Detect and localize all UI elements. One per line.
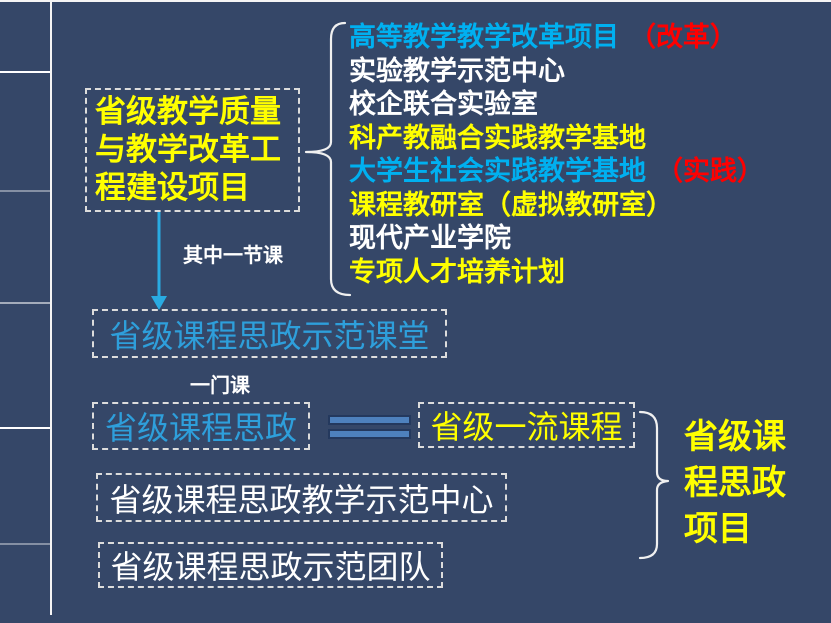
right-curly-brace bbox=[638, 410, 670, 560]
list-item: 校企联合实验室 bbox=[349, 88, 764, 122]
rail-divider bbox=[0, 427, 50, 429]
equals-bar bbox=[328, 429, 411, 439]
one-course-label: 一门课 bbox=[190, 375, 250, 397]
list-item: 大学生社会实践教学基地 （实践） bbox=[349, 155, 764, 189]
slide-top-edge bbox=[0, 0, 831, 2]
list-item-text: 专项人才培养计划 bbox=[349, 256, 565, 287]
list-item-text: 现代产业学院 bbox=[349, 223, 511, 253]
list-item-text: 科产教融合实践教学基地 bbox=[349, 122, 646, 153]
list-item: 实验教学示范中心 bbox=[349, 55, 764, 89]
list-item-text: 实验教学示范中心 bbox=[349, 55, 565, 86]
list-item-text: 大学生社会实践教学基地 bbox=[349, 156, 646, 186]
list-item-suffix: （实践） bbox=[656, 156, 764, 186]
left-rail bbox=[0, 2, 52, 615]
list-item-suffix: （改革） bbox=[629, 22, 737, 52]
down-arrow-icon bbox=[151, 212, 167, 310]
group-label: 省级课 程思政 项目 bbox=[684, 418, 786, 548]
quality-project-box: 省级教学质量 与教学改革工 程建设项目 bbox=[85, 88, 300, 212]
list-item: 现代产业学院 bbox=[349, 222, 764, 256]
rail-divider bbox=[0, 302, 50, 304]
rail-divider bbox=[0, 190, 50, 192]
list-item-text: 课程教研室（虚拟教研室） bbox=[349, 189, 673, 220]
equals-sign bbox=[328, 415, 411, 439]
demo-class-box: 省级课程思政示范课堂 bbox=[92, 309, 447, 358]
project-list: 高等教学教学改革项目 （改革） 实验教学示范中心 校企联合实验室 科产教融合实践教… bbox=[349, 21, 764, 289]
arrow-label: 其中一节课 bbox=[183, 245, 283, 267]
left-curly-brace bbox=[304, 21, 352, 297]
demo-team-box: 省级课程思政示范团队 bbox=[98, 542, 443, 588]
list-item: 课程教研室（虚拟教研室） bbox=[349, 189, 764, 223]
rail-divider bbox=[0, 543, 50, 545]
course-ideology-box: 省级课程思政 bbox=[92, 402, 310, 450]
first-class-course-box: 省级一流课程 bbox=[418, 402, 635, 448]
list-item: 科产教融合实践教学基地 bbox=[349, 122, 764, 156]
equals-bar bbox=[328, 415, 411, 425]
list-item: 专项人才培养计划 bbox=[349, 256, 764, 290]
list-item: 高等教学教学改革项目 （改革） bbox=[349, 21, 764, 55]
list-item-text: 高等教学教学改革项目 bbox=[349, 22, 619, 52]
list-item-text: 校企联合实验室 bbox=[349, 89, 538, 119]
demo-center-box: 省级课程思政教学示范中心 bbox=[96, 473, 507, 522]
rail-divider bbox=[0, 71, 50, 73]
